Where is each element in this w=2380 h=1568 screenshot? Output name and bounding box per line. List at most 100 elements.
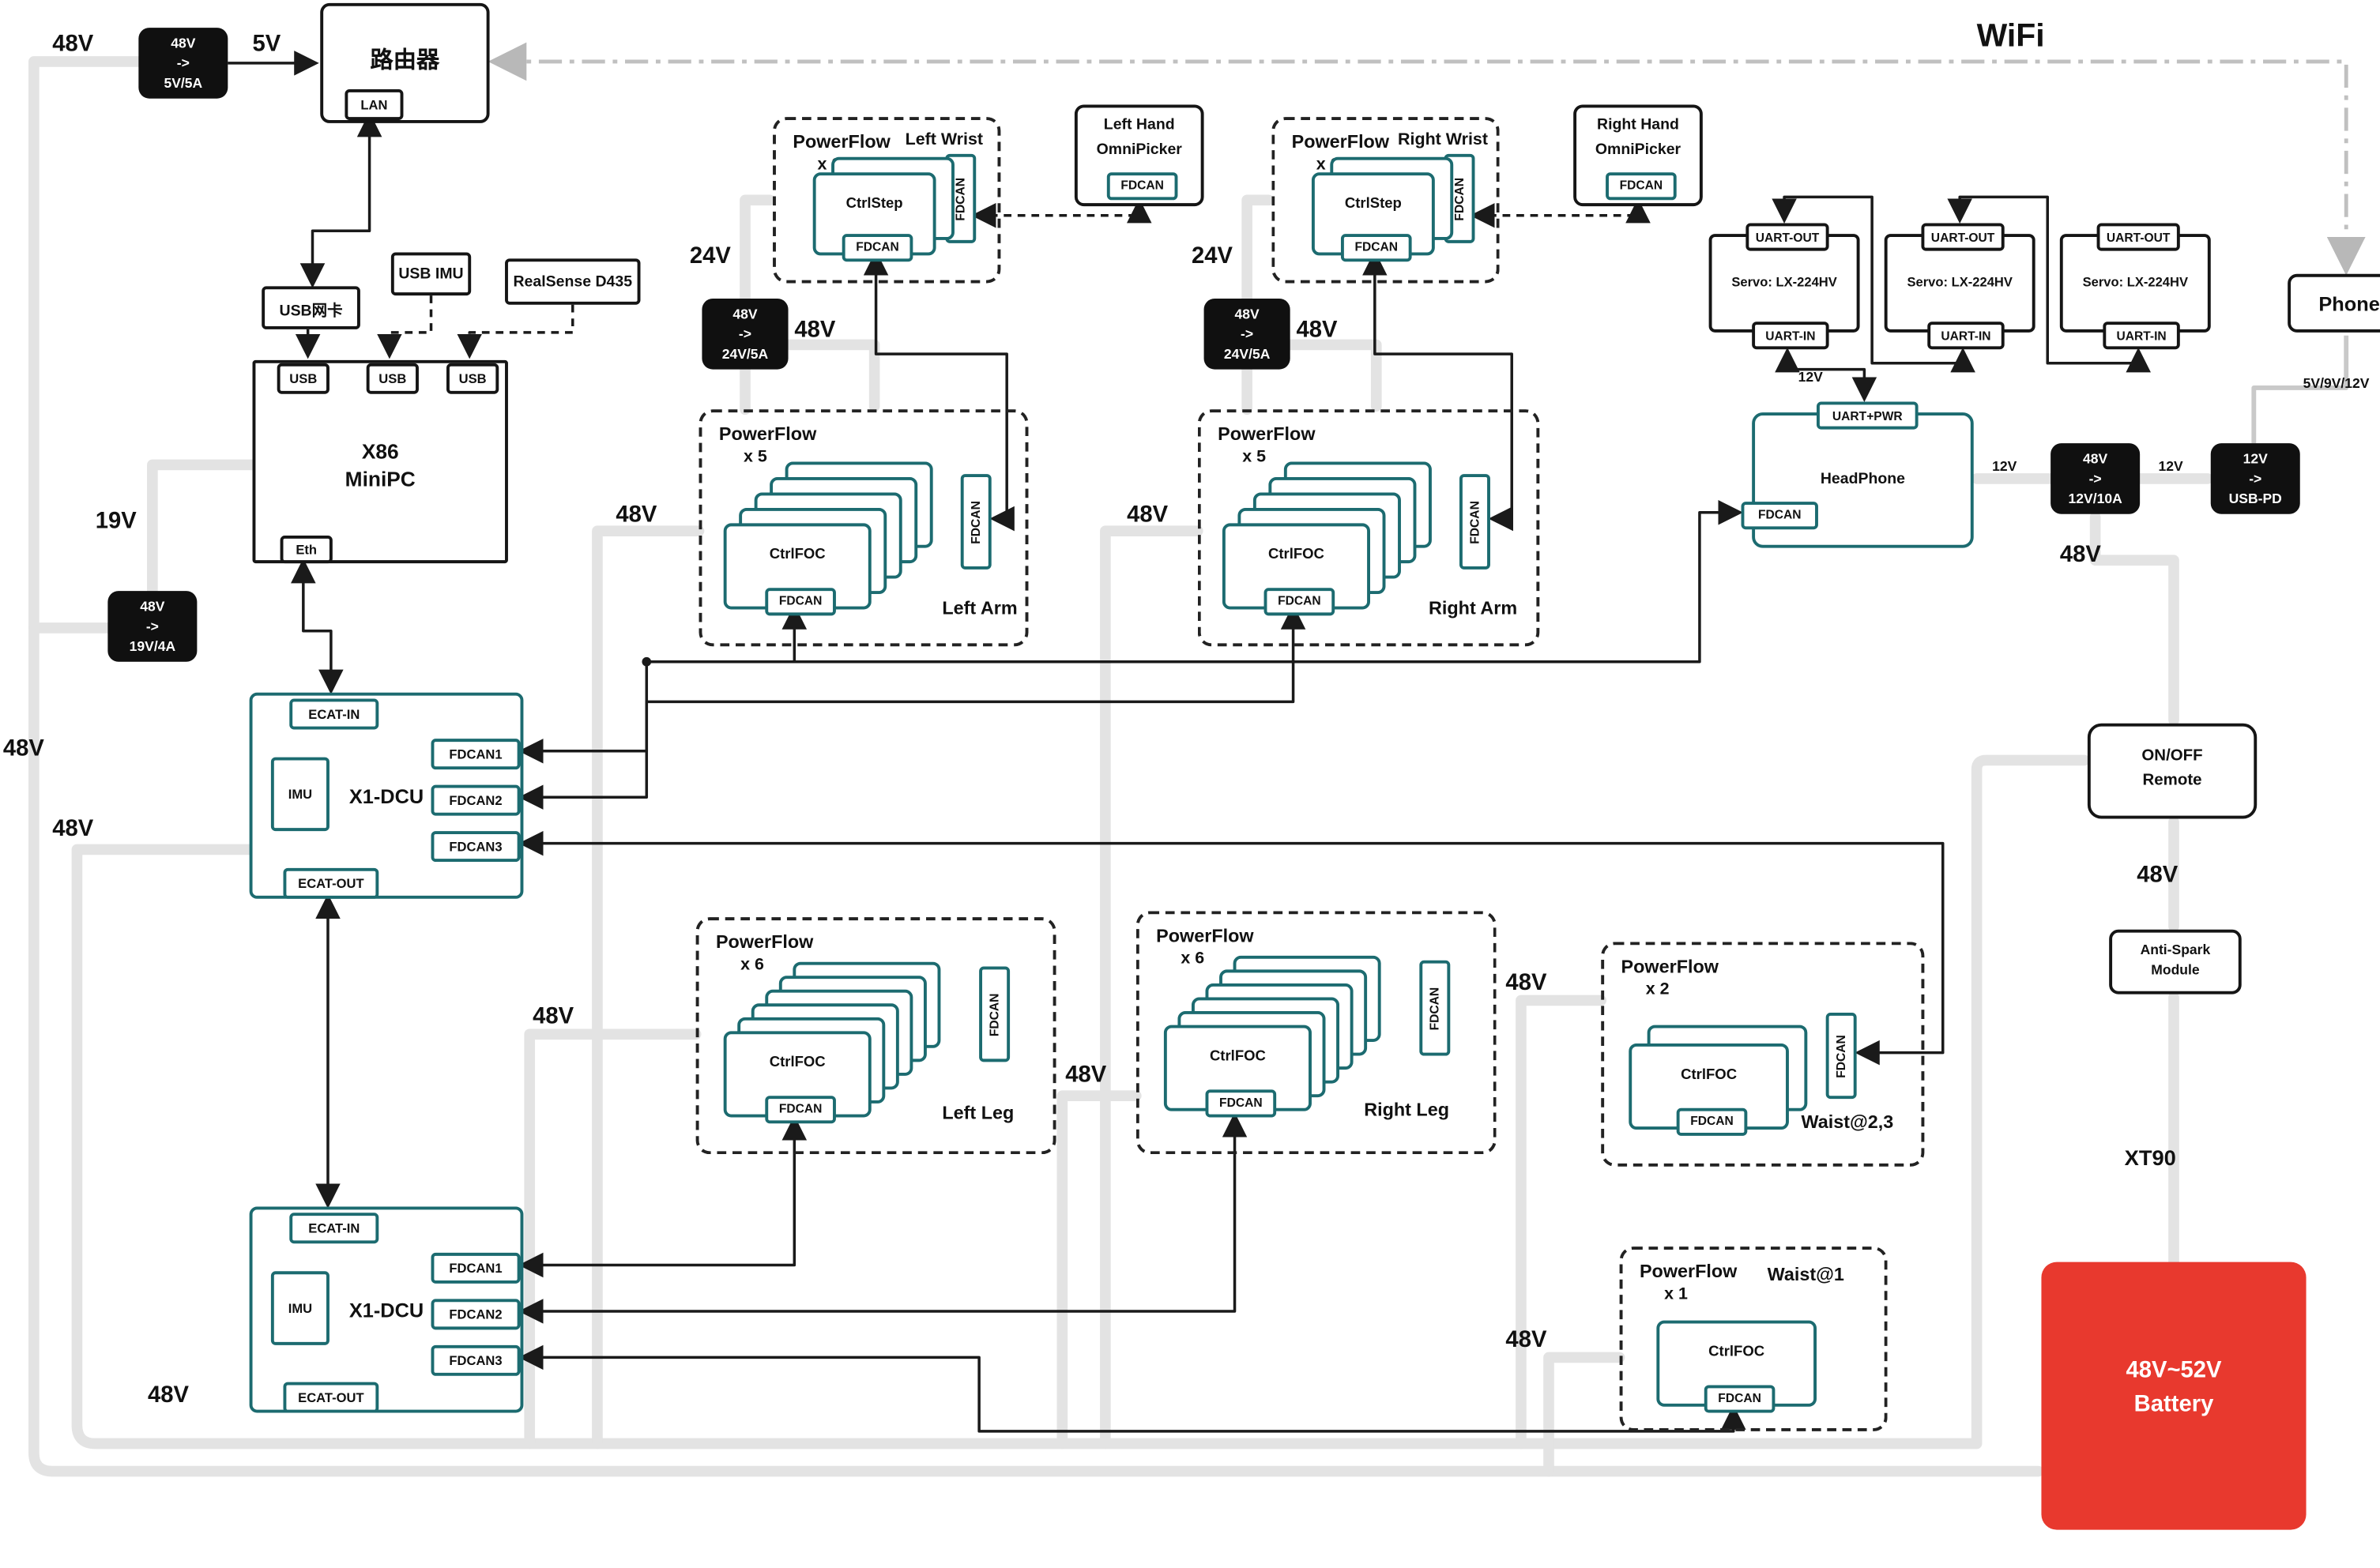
label-48v-topleft: 48V: [52, 30, 94, 58]
uart-out-port: UART-OUT: [2096, 223, 2180, 251]
left-hand-title-1: Left Hand: [1103, 117, 1175, 134]
powerflow-name: Right Wrist: [1398, 130, 1488, 149]
headphone-title: HeadPhone: [1820, 471, 1906, 488]
servo-box-1: UART-OUT Servo: LX-224HV UART-IN: [1708, 223, 1860, 350]
converter-19v-in: 48V: [140, 598, 165, 615]
usb-port-1: USB: [277, 363, 330, 394]
driver-chip-label: CtrlFOC: [1209, 1047, 1266, 1066]
label-48v-left-leg: 48V: [533, 1003, 574, 1030]
powerflow-waist23: PowerFlow x 2 Waist@2,3 FDCAN CtrlFOC FD…: [1601, 942, 1925, 1167]
driver-card: CtrlStep FDCAN: [812, 172, 936, 262]
label-48v-bus-inner: 48V: [52, 815, 94, 842]
converter-usbpd-in: 12V: [2243, 450, 2268, 467]
usb-port-3: USB: [446, 363, 499, 394]
phone-box: Phone: [2288, 273, 2380, 333]
converter-12v-arrow: ->: [2088, 471, 2102, 487]
minipc-title-1: X86: [361, 440, 399, 464]
label-48v-bus-outer: 48V: [2, 735, 44, 762]
converter-12v-out: 12V/10A: [2068, 491, 2122, 507]
dcu-lower-imu: IMU: [270, 1271, 330, 1345]
powerflow-count: x 1: [1664, 1284, 1688, 1304]
powerflow-title: PowerFlow: [1156, 924, 1254, 947]
converter-24v-left-out: 24V/5A: [721, 346, 769, 363]
converter-24v-right-arrow: ->: [1241, 326, 1254, 342]
battery-box: 48V~52V Battery: [2041, 1262, 2307, 1530]
power-line-phone: [2251, 335, 2349, 444]
converter-24v-right-in: 48V: [1234, 306, 1260, 322]
fdcan-side-label: FDCAN: [1452, 177, 1467, 220]
converter-5v-arrow: ->: [176, 55, 190, 71]
label-24v-right: 24V: [1191, 243, 1233, 269]
powerflow-name: Right Arm: [1429, 596, 1518, 619]
uart-in-port: UART-IN: [2103, 321, 2180, 350]
label-5v9v12v: 5V/9V/12V: [2303, 375, 2370, 391]
driver-chip-label: CtrlFOC: [1708, 1343, 1765, 1361]
label-48v-right-wrist: 48V: [1296, 317, 1338, 344]
powerflow-name: Waist@2,3: [1801, 1111, 1894, 1133]
left-hand-title-2: OmniPicker: [1096, 141, 1182, 159]
powerflow-right-leg: PowerFlow x 6 Right Leg FDCAN CtrlFOC FD…: [1135, 911, 1497, 1155]
dcu-upper-fdcan2: FDCAN2: [431, 784, 521, 816]
fdcan-chip: FDCAN: [1340, 234, 1412, 262]
converter-usbpd-out: USB-PD: [2228, 491, 2282, 507]
converter-12v: 48V -> 12V/10A: [2050, 443, 2141, 514]
uart-in-port: UART-IN: [1752, 321, 1829, 350]
powerflow-left-wrist: PowerFlow x 2 Left Wrist FDCAN CtrlStep …: [773, 117, 1001, 284]
powerflow-name: Waist@1: [1767, 1263, 1844, 1285]
dcu-upper-imu: IMU: [270, 757, 330, 832]
minipc-box: USB USB USB X86 MiniPC Eth: [252, 359, 508, 564]
fdcan-chip: FDCAN: [1606, 172, 1677, 201]
converter-24v-left-in: 48V: [732, 306, 758, 322]
driver-card: CtrlStep FDCAN: [1311, 172, 1435, 262]
converter-usbpd: 12V -> USB-PD: [2210, 443, 2300, 514]
antispark-label-1: Anti-Spark: [2140, 942, 2211, 957]
fdcan-chip: FDCAN: [1676, 1107, 1748, 1136]
battery-label-1: 48V~52V: [2126, 1357, 2222, 1384]
converter-5v-in: 48V: [171, 35, 196, 51]
label-xt90: XT90: [2124, 1145, 2176, 1170]
converter-24v-left: 48V -> 24V/5A: [702, 298, 789, 370]
label-12v-usbpd: 12V: [2158, 458, 2183, 475]
label-24v-left: 24V: [689, 243, 731, 269]
powerflow-title: PowerFlow: [1621, 955, 1719, 978]
powerflow-right-arm: PowerFlow x 5 Right Arm FDCAN CtrlFOC FD…: [1197, 409, 1540, 647]
servo-box-2: UART-OUT Servo: LX-224HV UART-IN: [1884, 223, 2035, 350]
driver-card: CtrlFOC FDCAN: [1656, 1320, 1817, 1413]
fdcan-side-label: FDCAN: [1834, 1034, 1848, 1077]
uart-out-port: UART-OUT: [1745, 223, 1829, 251]
powerflow-title: PowerFlow: [1639, 1260, 1738, 1282]
usb-nic-box: USB网卡: [262, 286, 360, 329]
dcu-lower-fdcan1: FDCAN1: [431, 1252, 521, 1284]
dcu-upper-fdcan1: FDCAN1: [431, 739, 521, 770]
remote-label-2: Remote: [2142, 771, 2202, 790]
fdcan-chip: FDCAN: [765, 588, 836, 616]
battery-label-2: Battery: [2133, 1391, 2214, 1418]
fdcan-side-label: FDCAN: [1467, 500, 1482, 543]
driver-chip-label: CtrlStep: [845, 195, 903, 212]
headphone-box: UART+PWR HeadPhone FDCAN: [1741, 401, 1974, 548]
powerflow-name: Left Leg: [942, 1101, 1015, 1124]
fdcan-side-port: FDCAN: [960, 474, 992, 570]
servo-name: Servo: LX-224HV: [2082, 273, 2189, 290]
dcu-lower-fdcan3: FDCAN3: [431, 1344, 521, 1376]
lan-port: LAN: [345, 89, 404, 120]
label-48v-left-wrist: 48V: [794, 317, 836, 344]
fdcan-chip: FDCAN: [1106, 172, 1178, 201]
antispark-label-2: Module: [2151, 961, 2200, 978]
dcu-upper-fdcan3: FDCAN3: [431, 831, 521, 863]
eth-port: Eth: [280, 536, 333, 564]
fdcan-side-label: FDCAN: [987, 992, 1002, 1036]
label-48v-remote: 48V: [2137, 862, 2179, 889]
fdcan-chip: FDCAN: [765, 1096, 836, 1124]
dcu-lower-box: ECAT-IN IMU X1-DCU FDCAN1 FDCAN2 FDCAN3 …: [249, 1206, 524, 1413]
powerflow-left-leg: PowerFlow x 6 Left Leg FDCAN CtrlFOC FDC…: [695, 917, 1056, 1155]
powerflow-count: x 6: [1181, 949, 1205, 968]
label-5v: 5V: [252, 30, 281, 58]
signal-lines: [228, 51, 2151, 1433]
powerflow-count: x 6: [740, 955, 764, 975]
driver-chip-label: CtrlFOC: [1681, 1066, 1738, 1084]
router-box: 路由器 LAN: [320, 2, 490, 123]
driver-card: CtrlFOC FDCAN: [1222, 523, 1370, 616]
